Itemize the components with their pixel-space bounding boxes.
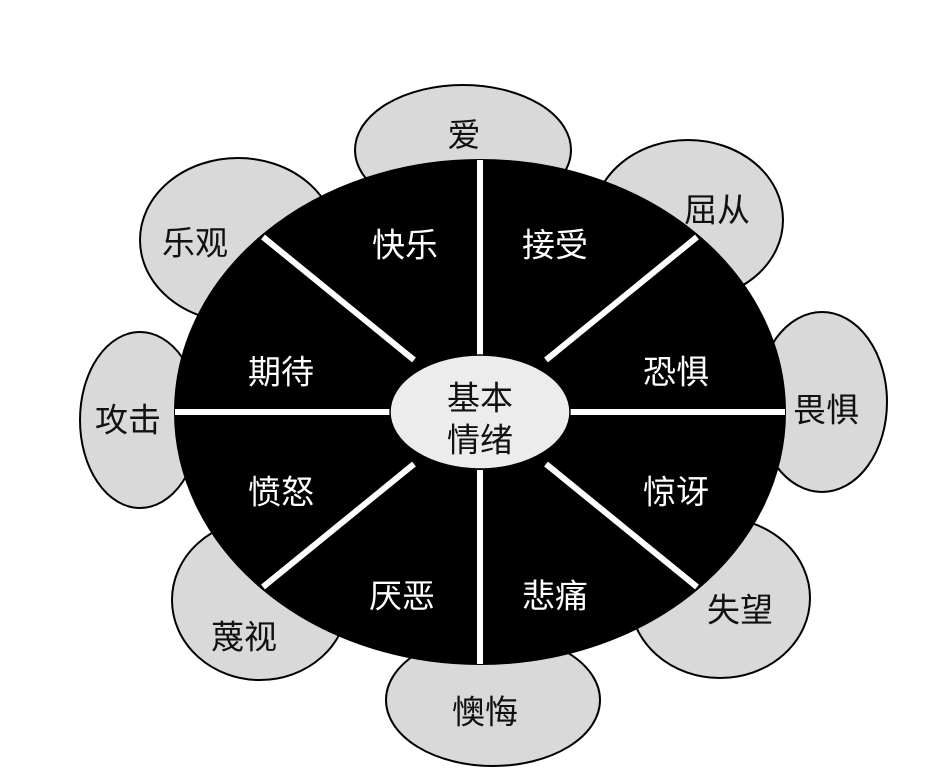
basic-emotion-qidai: 期待	[248, 353, 314, 392]
divider-bottom-left	[261, 461, 416, 590]
basic-emotion-yanwu: 厌恶	[369, 577, 435, 616]
secondary-emotion-gongji: 攻击	[95, 401, 161, 440]
basic-emotion-jingya: 惊讶	[643, 473, 709, 512]
basic-emotion-kuaile: 快乐	[372, 226, 438, 265]
secondary-emotion-quchong: 屈从	[684, 191, 750, 230]
secondary-emotion-mieshi: 蔑视	[211, 618, 277, 657]
basic-emotion-beitong: 悲痛	[522, 577, 588, 616]
divider-top-right	[544, 234, 699, 363]
center-label-line1: 基本	[447, 379, 513, 418]
basic-emotion-fennu: 愤怒	[248, 473, 314, 512]
basic-emotion-jieshou: 接受	[522, 226, 588, 265]
secondary-emotion-shiwang: 失望	[707, 591, 773, 630]
center-label-line2: 情绪	[447, 421, 513, 460]
sector-dividers	[175, 160, 785, 664]
secondary-emotion-weiju: 畏惧	[793, 391, 859, 430]
secondary-emotion-leguan: 乐观	[162, 224, 228, 263]
secondary-emotion-ai: 爱	[448, 116, 481, 155]
basic-emotion-kongju: 恐惧	[643, 353, 709, 392]
center-hub	[389, 354, 571, 470]
divider-top-left	[261, 234, 416, 363]
secondary-emotion-aohui: 懊悔	[452, 693, 518, 732]
divider-bottom-right	[544, 461, 699, 590]
